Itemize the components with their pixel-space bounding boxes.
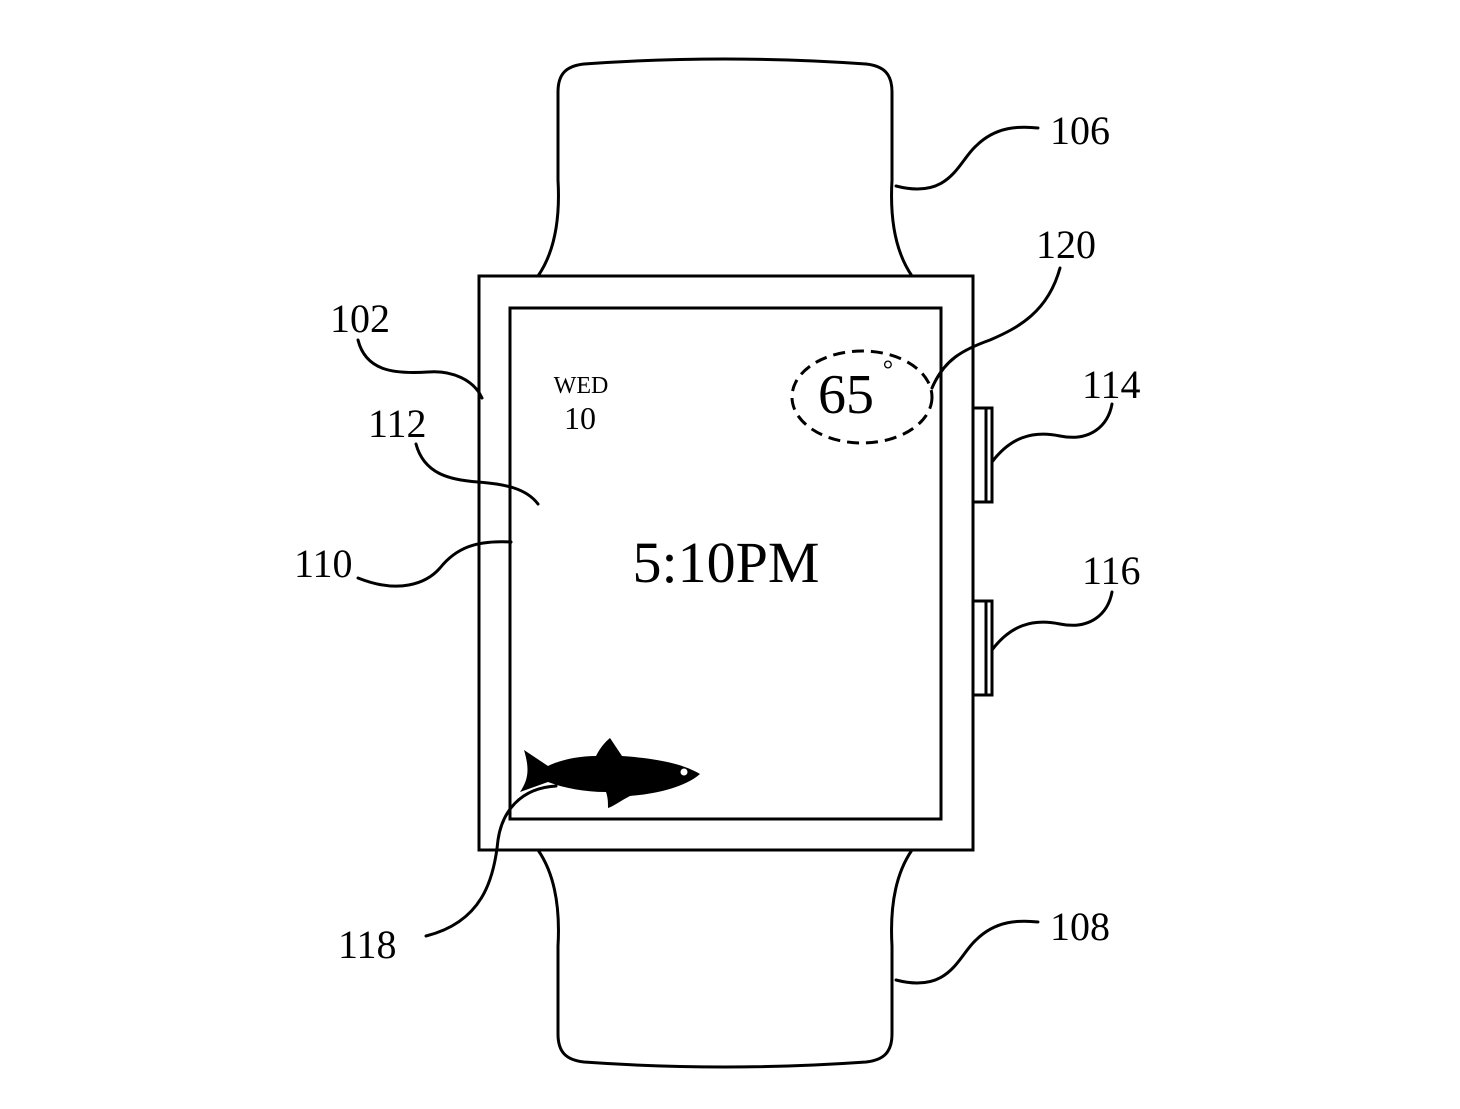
leader-114 <box>990 402 1114 464</box>
leader-118 <box>424 784 558 938</box>
ref-110: 110 <box>294 541 353 586</box>
ref-112: 112 <box>368 401 427 446</box>
temperature-outline <box>790 349 934 445</box>
degree-symbol: ° <box>883 355 893 384</box>
date-label: 10 <box>564 400 596 436</box>
ref-106: 106 <box>1050 108 1110 153</box>
temperature-value: 65 <box>818 364 874 426</box>
leader-106 <box>894 125 1040 191</box>
lower-button <box>970 599 994 697</box>
day-label: WED <box>554 373 609 399</box>
leader-110 <box>356 540 513 588</box>
ref-102: 102 <box>330 296 390 341</box>
fish-icon <box>520 738 700 808</box>
leader-116 <box>990 590 1114 652</box>
leader-112 <box>414 442 540 506</box>
ref-108: 108 <box>1050 904 1110 949</box>
leader-108 <box>894 919 1040 985</box>
upper-button <box>970 406 994 504</box>
ref-114: 114 <box>1082 362 1141 407</box>
leader-120 <box>930 266 1062 390</box>
display-area <box>508 306 943 821</box>
ref-116: 116 <box>1082 548 1141 593</box>
top-band <box>536 57 914 278</box>
ref-118: 118 <box>338 922 397 967</box>
time-display: 5:10PM <box>633 530 820 595</box>
bottom-band <box>536 848 914 1069</box>
ref-120: 120 <box>1036 222 1096 267</box>
leader-102 <box>356 338 484 400</box>
